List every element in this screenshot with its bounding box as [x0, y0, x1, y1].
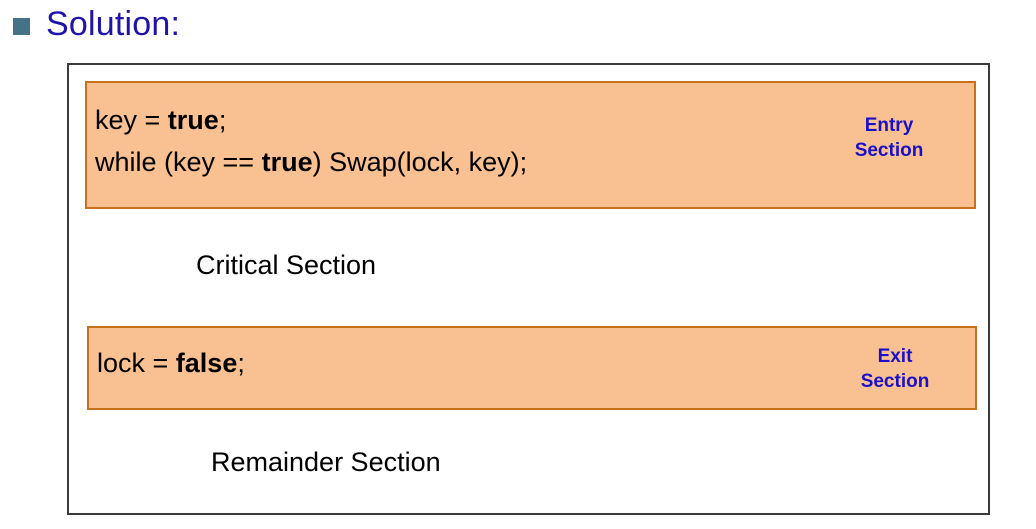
code-line-2: while (key == true) Swap(lock, key); — [95, 147, 528, 177]
critical-section-diagram: key = true; while (key == true) Swap(loc… — [67, 63, 990, 515]
exit-section-label: Exit Section — [860, 346, 930, 392]
code-line-1: key = true; — [95, 105, 227, 135]
code-line-1: lock = false; — [97, 348, 245, 378]
entry-section-code: key = true; while (key == true) Swap(loc… — [95, 99, 527, 183]
square-bullet-icon — [13, 17, 30, 35]
entry-section-label: Entry Section — [854, 115, 924, 161]
slide-heading: Solution: — [13, 0, 180, 48]
remainder-section-row: Remainder Section — [211, 447, 441, 477]
exit-section-code: lock = false; — [97, 342, 245, 384]
page-title: Solution: — [46, 5, 181, 43]
exit-section-block: lock = false; Exit Section — [87, 326, 977, 410]
entry-section-block: key = true; while (key == true) Swap(loc… — [85, 81, 976, 209]
critical-section-row: Critical Section — [196, 250, 377, 280]
